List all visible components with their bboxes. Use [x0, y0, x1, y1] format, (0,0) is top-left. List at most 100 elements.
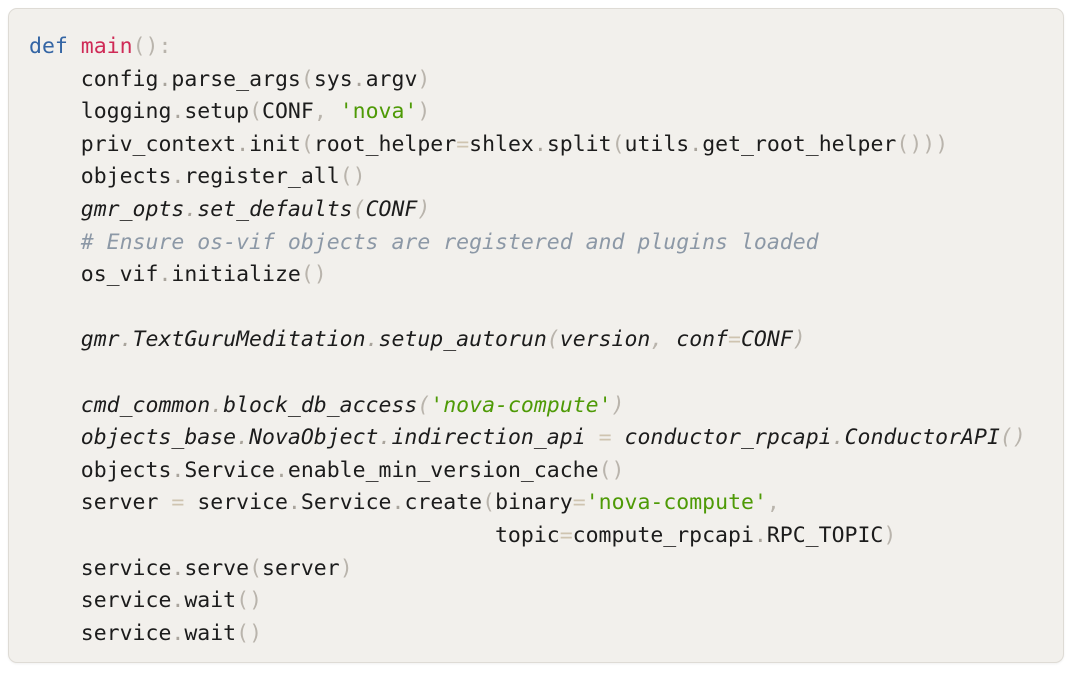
token-dot: . [171, 588, 185, 614]
token-plain: indirection_api [391, 425, 586, 451]
token-plain: Service [300, 490, 392, 516]
token-punc: ) [883, 522, 897, 548]
token-dot: . [533, 131, 547, 157]
token-dot: . [236, 131, 250, 157]
token-fnname: main [80, 34, 133, 59]
token-str: 'nova-compute' [585, 490, 767, 516]
token-punc: ) [417, 196, 431, 222]
token-plain: cmd_common [29, 392, 211, 418]
token-str: 'nova-compute' [430, 392, 612, 418]
token-dot: . [158, 66, 172, 92]
code-line: os_vif.initialize() [29, 259, 1063, 292]
code-line: logging.setup(CONF, 'nova') [29, 96, 1063, 129]
code-line: service.serve(server) [29, 553, 1063, 586]
token-punc: , [650, 327, 677, 353]
code-line: def main(): [29, 31, 1063, 64]
token-punc: () [339, 164, 366, 190]
token-punc: () [598, 457, 625, 483]
token-plain: CONF [262, 99, 314, 125]
token-plain: block_db_access [223, 392, 418, 418]
token-plain: register_all [184, 164, 340, 190]
token-dot: . [352, 66, 366, 92]
token-punc: () [999, 425, 1026, 451]
token-dot: . [184, 196, 198, 222]
token-dot: . [274, 457, 288, 483]
token-punc: , [313, 99, 340, 125]
token-dot: . [689, 131, 703, 157]
token-punc: ( [249, 555, 263, 581]
token-plain: CONF [740, 327, 793, 353]
code-line [29, 357, 1063, 390]
token-op: = [456, 131, 470, 157]
token-plain: objects_base [29, 425, 237, 451]
token-op: = [572, 490, 586, 516]
token-plain: service [29, 555, 172, 581]
token-dot: . [831, 425, 845, 451]
token-dot: . [158, 262, 172, 288]
code-snippet-card: def main(): config.parse_args(sys.argv) … [8, 8, 1064, 663]
token-plain [586, 425, 599, 450]
token-punc: ) [339, 555, 353, 581]
token-plain: sys [313, 66, 353, 92]
token-plain: setup [184, 99, 250, 125]
token-plain: compute_rpcapi [572, 522, 754, 548]
token-dot: . [171, 164, 185, 190]
token-plain: gmr_opts [29, 196, 185, 222]
token-plain: server [29, 490, 159, 516]
token-plain: topic [29, 522, 560, 548]
token-punc: ) [417, 99, 431, 125]
token-punc: ( [249, 99, 263, 125]
token-dot: . [171, 555, 185, 581]
token-plain [158, 490, 171, 515]
token-plain: initialize [171, 262, 301, 288]
code-line: service.wait() [29, 585, 1063, 618]
token-punc: ) [611, 392, 625, 418]
token-plain: root_helper [313, 131, 457, 157]
token-plain: service [29, 588, 172, 614]
token-plain: TextGuruMeditation [132, 327, 366, 353]
token-punc: ())) [896, 131, 949, 157]
token-dot: . [210, 392, 224, 418]
token-plain: logging [29, 99, 172, 125]
token-op: = [559, 522, 573, 548]
token-plain: wait [184, 620, 237, 646]
token-punc: ) [417, 66, 431, 92]
code-line: objects.Service.enable_min_version_cache… [29, 455, 1063, 488]
token-kw: def [29, 34, 68, 59]
token-dot: . [391, 490, 405, 516]
token-punc: : [158, 34, 172, 59]
token-plain: service [197, 490, 288, 516]
python-code-block[interactable]: def main(): config.parse_args(sys.argv) … [9, 9, 1063, 650]
token-punc: ( [611, 131, 625, 157]
token-plain: binary [495, 490, 573, 516]
token-dot: . [171, 99, 185, 125]
token-comment: # Ensure os-vif objects are registered a… [80, 229, 819, 255]
token-punc: , [766, 490, 780, 516]
token-punc: () [300, 262, 327, 288]
code-line: service.wait() [29, 618, 1063, 651]
token-dot: . [378, 425, 392, 451]
token-plain: utils [624, 131, 690, 157]
token-punc: () [236, 588, 263, 614]
token-punc: ( [300, 66, 314, 92]
token-plain: parse_args [171, 66, 301, 92]
code-line: gmr.TextGuruMeditation.setup_autorun(ver… [29, 324, 1063, 357]
token-plain: config [29, 66, 159, 92]
token-plain: argv [365, 66, 418, 92]
token-punc: ( [300, 131, 314, 157]
token-dot: . [287, 490, 301, 516]
token-plain: gmr [29, 327, 120, 353]
token-plain: version [559, 327, 651, 353]
token-op: = [598, 425, 612, 451]
token-plain: wait [184, 588, 237, 614]
token-plain: CONF [365, 196, 418, 222]
token-op: = [171, 490, 185, 516]
token-punc: () [132, 34, 159, 59]
token-plain: conf [676, 327, 729, 353]
token-plain: server [262, 555, 340, 581]
token-plain: RPC_TOPIC [766, 522, 884, 548]
token-plain: serve [184, 555, 250, 581]
token-plain [68, 34, 81, 59]
token-punc: ( [482, 490, 496, 516]
token-punc: ( [546, 327, 560, 353]
